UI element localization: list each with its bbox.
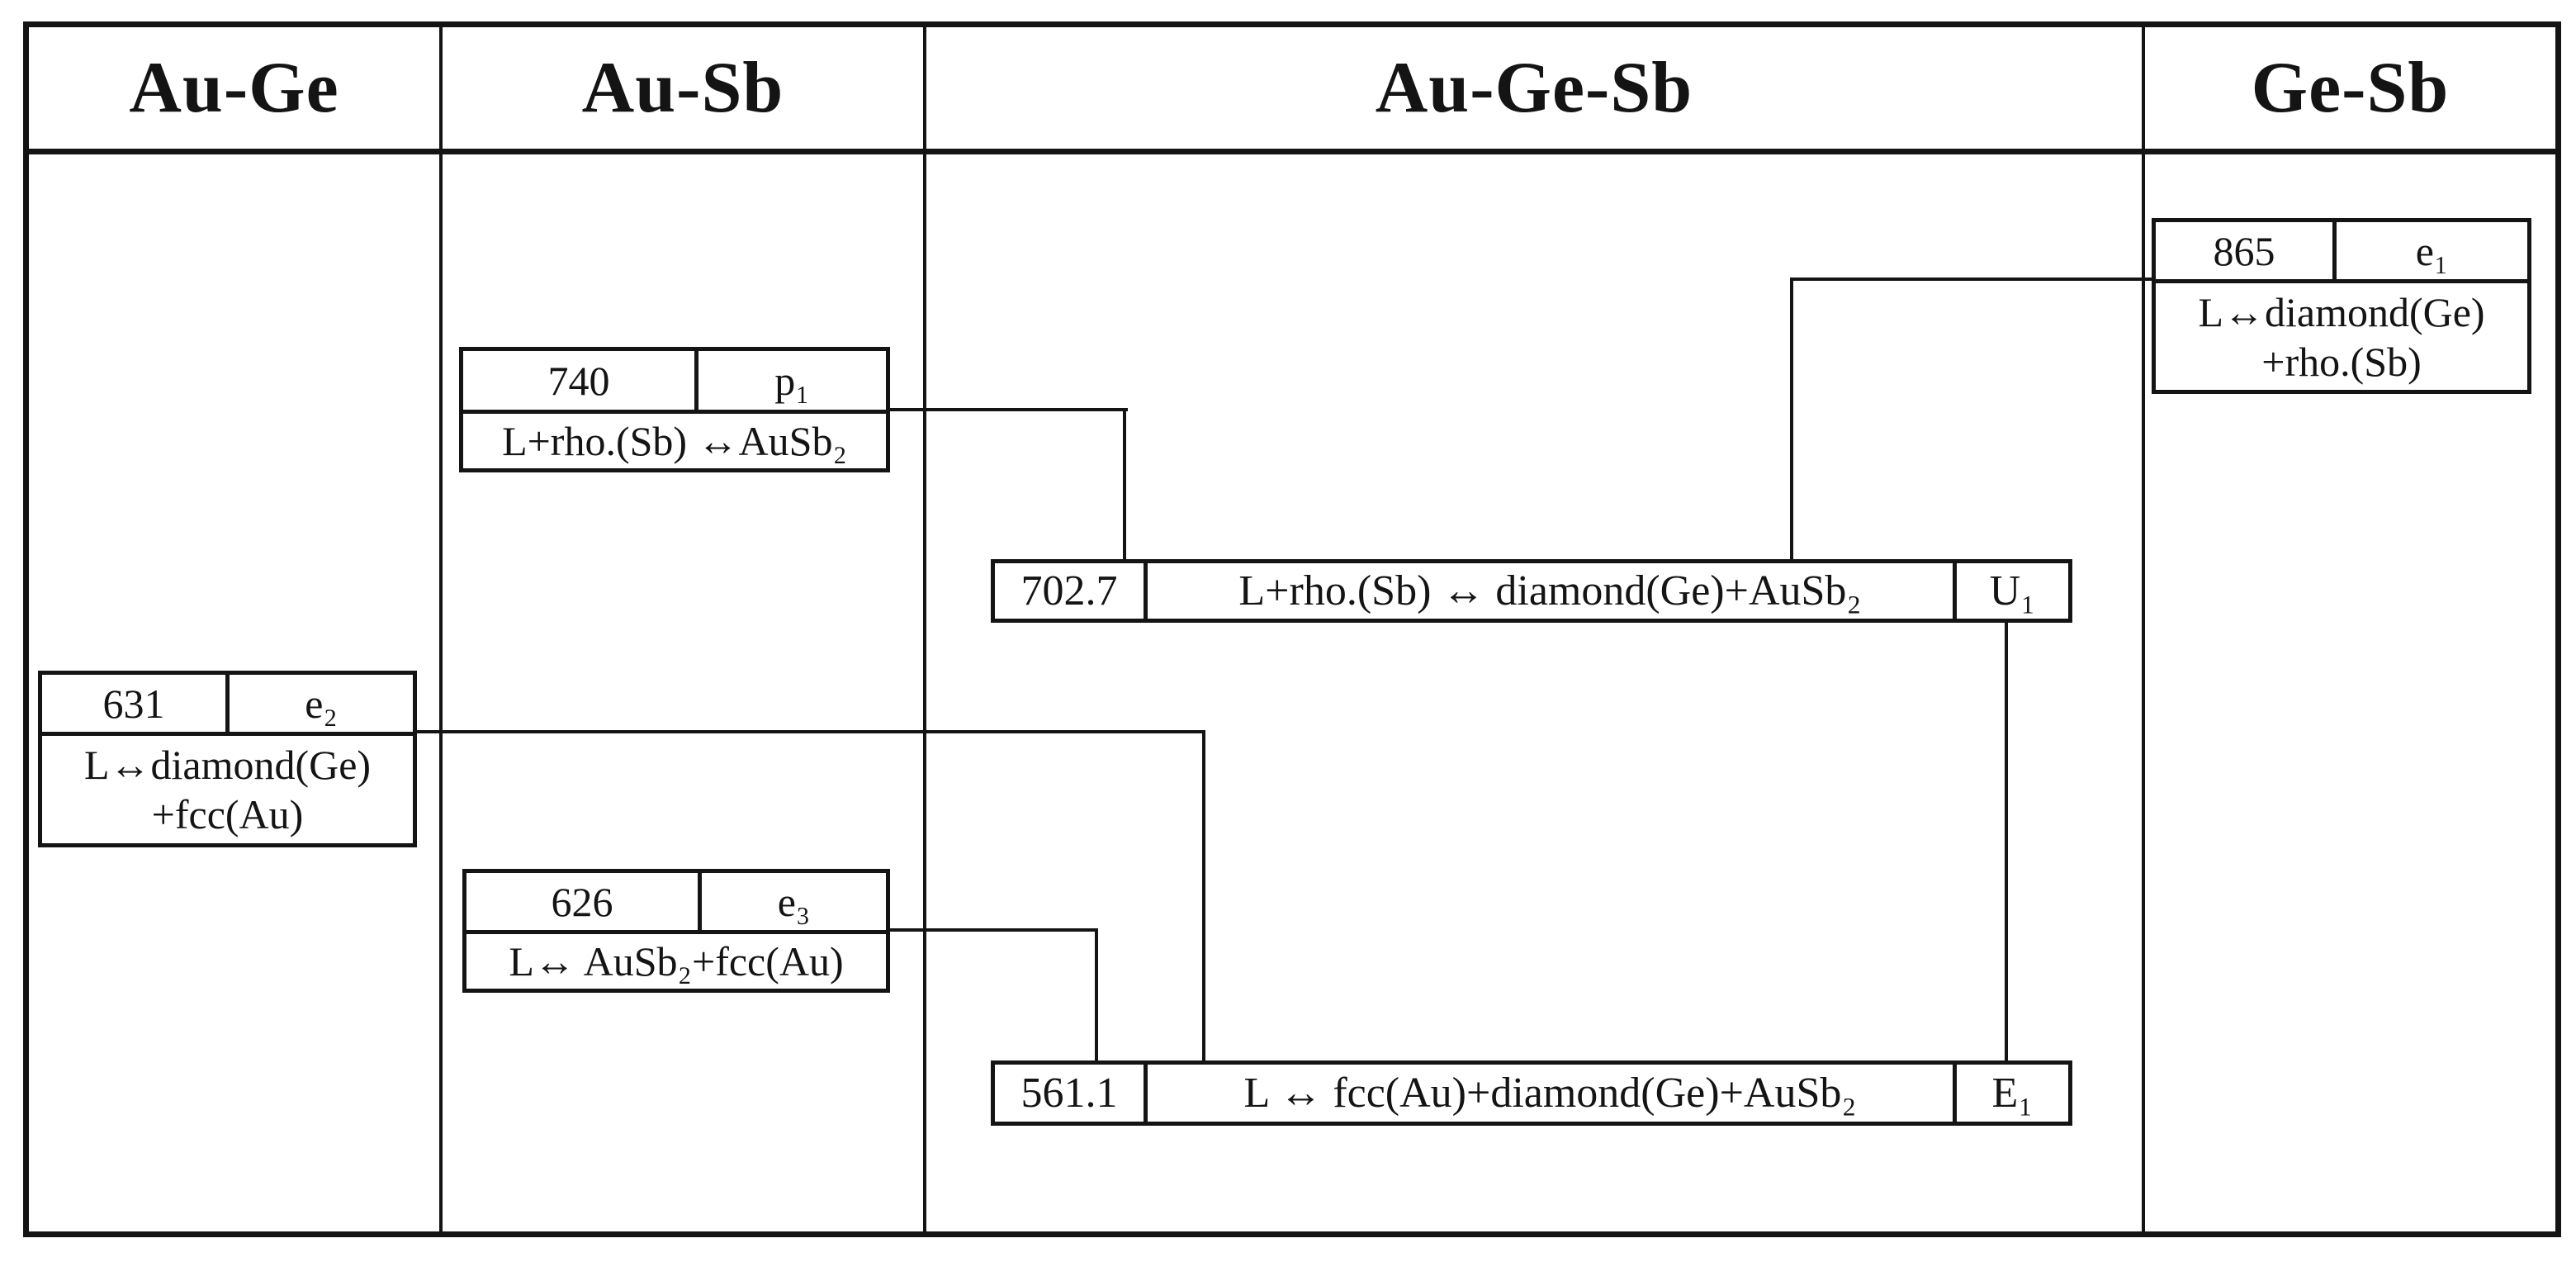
reaction-box-e1-ternary: 561.1 L ↔ fcc(Au)+diamond(Ge)+AuSb₂ E₁ [991,1060,2072,1126]
reaction-box-p1-header: 740 p₁ [463,351,886,414]
temperature-cell: 626 [466,873,702,930]
reaction-cell: L↔diamond(Ge) +fcc(Au) [42,736,413,843]
reaction-line-1: L↔diamond(Ge) [83,742,372,788]
connector-p1-to-u1-horizontal [890,408,1128,411]
column-divider-ausb-augesb [923,21,926,1237]
column-divider-augesb-gesb [2142,21,2145,1237]
symbol-cell: p₁ [774,357,810,404]
reaction-line-1: L↔ AuSb₂+fcc(Au) [509,938,844,984]
connector-e1-to-u1-vertical [1790,278,1793,562]
column-header-au-sb: Au-Sb [581,48,784,128]
symbol-cell: E₁ [1953,1065,2068,1122]
connector-e3-to-e1t-vertical [1095,928,1098,1064]
reaction-box-e2-header: 631 e₂ [42,675,413,736]
column-header-au-ge-sb: Au-Ge-Sb [1375,48,1693,128]
connector-u1-to-e1t-vertical [2005,619,2008,1064]
symbol-cell: U₁ [1953,563,2068,619]
column-header-ge-sb: Ge-Sb [2251,48,2450,128]
reaction-box-p1: 740 p₁ L+rho.(Sb) ↔AuSb₂ [459,347,890,472]
connector-e1-to-u1-horizontal [1790,278,2152,281]
temperature-cell: 865 [2156,222,2337,279]
reaction-cell: L↔ AuSb₂+fcc(Au) [466,934,886,989]
connector-e2-to-e1t-horizontal [415,730,1205,733]
reaction-box-e1: 865 e₁ L↔diamond(Ge) +rho.(Sb) [2152,218,2531,394]
connector-p1-to-u1-vertical [1123,408,1126,562]
symbol-cell: e₁ [2415,227,2449,274]
temperature-cell: 702.7 [995,563,1148,619]
connector-e3-to-e1t-horizontal [890,928,1098,932]
reaction-cell: L+rho.(Sb) ↔ diamond(Ge)+AuSb₂ [1238,567,1862,614]
temperature-cell: 631 [42,675,230,732]
reaction-line-2: +fcc(Au) [151,791,304,837]
header-row-underline [23,149,2561,154]
column-header-au-ge: Au-Ge [129,48,339,128]
reaction-cell: L+rho.(Sb) ↔AuSb₂ [463,414,886,468]
reaction-box-e3-header: 626 e₃ [466,873,886,934]
reaction-box-e3: 626 e₃ L↔ AuSb₂+fcc(Au) [462,869,890,993]
connector-e2-to-e1t-vertical [1202,730,1205,1064]
reaction-box-e1-header: 865 e₁ [2156,222,2527,283]
symbol-cell: e₂ [305,680,338,727]
symbol-cell: e₃ [777,878,811,925]
column-divider-auge-ausb [439,21,443,1237]
reaction-box-e2: 631 e₂ L↔diamond(Ge) +fcc(Au) [38,671,417,847]
reaction-cell: L↔diamond(Ge) +rho.(Sb) [2156,283,2527,390]
scheme-outer-frame [23,21,2561,1237]
reaction-line-2: +rho.(Sb) [2261,338,2422,385]
reaction-line-1: L+rho.(Sb) ↔AuSb₂ [502,418,847,464]
reaction-line-1: L↔diamond(Ge) [2198,288,2485,335]
reaction-cell: L ↔ fcc(Au)+diamond(Ge)+AuSb₂ [1243,1070,1857,1117]
reaction-box-u1: 702.7 L+rho.(Sb) ↔ diamond(Ge)+AuSb₂ U₁ [991,559,2072,623]
temperature-cell: 740 [463,351,698,410]
temperature-cell: 561.1 [995,1065,1148,1122]
